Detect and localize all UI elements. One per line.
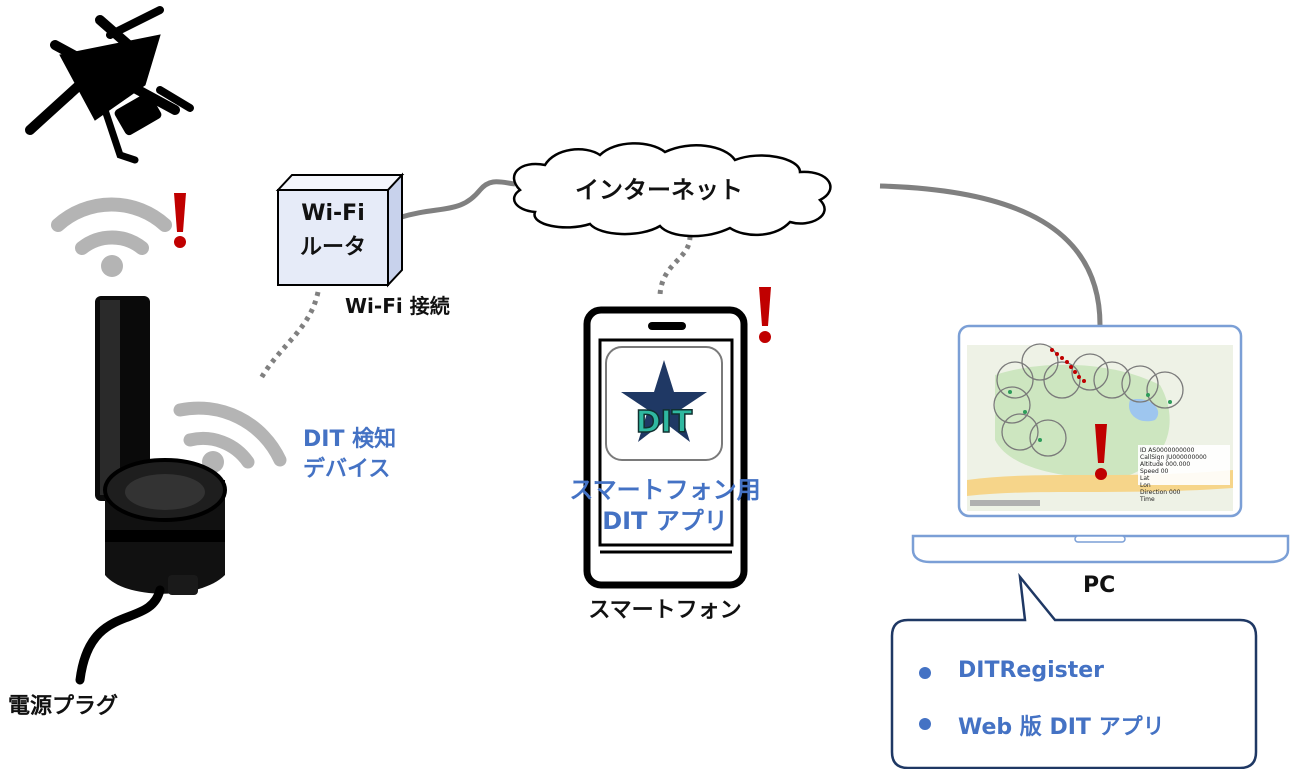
wifi-signal-icon: [51, 197, 172, 277]
bullet-icon: [919, 718, 931, 730]
cloud-icon: [512, 142, 832, 238]
smartphone-label: スマートフォン: [588, 598, 742, 623]
alert-icon: [759, 287, 771, 343]
map-info-line: ID AS0000000000: [1140, 447, 1195, 454]
map-info-line: Lon: [1140, 482, 1151, 489]
dit-detection-device: [95, 296, 227, 595]
map-info-line: CallSign JU000000000: [1140, 454, 1207, 461]
drone-icon: [25, 6, 194, 164]
wifi-signal-icon: [173, 401, 287, 473]
pc-apps-bubble: [890, 572, 1258, 769]
map-info-line: Speed 00: [1140, 468, 1169, 475]
dit-app-icon: DIT: [605, 346, 723, 461]
router-label-line1: Wi-Fi: [301, 201, 365, 226]
alert-icon: [174, 193, 186, 248]
map-info-line: Time: [1139, 496, 1155, 503]
power-cable-icon: [75, 585, 165, 685]
internet-pc-link: [879, 183, 1103, 326]
router-label: Wi-Fi ルータ: [280, 197, 386, 265]
app-icon-text: DIT: [636, 405, 693, 440]
smartphone-app-label-line2: DIT アプリ: [602, 507, 728, 535]
dit-device-label-line1: DIT 検知: [303, 427, 397, 452]
router-box-icon: [275, 172, 405, 288]
smartphone-app-label-line1: スマートフォン用: [569, 476, 761, 504]
smartphone-app-label: スマートフォン用 DIT アプリ: [520, 475, 810, 537]
power-plug-label: 電源プラグ: [8, 694, 119, 719]
router-label-line2: ルータ: [299, 235, 366, 260]
map-info-box: ID AS0000000000 CallSign JU000000000 Alt…: [1139, 447, 1207, 503]
map-info-line: Direction 000: [1140, 489, 1181, 496]
alert-icon: [1095, 424, 1107, 480]
map-info-line: Lat: [1140, 475, 1150, 482]
map-info-line: Altitude 000.000: [1140, 461, 1190, 468]
map-view: [967, 333, 1233, 506]
router-internet-link: [397, 179, 516, 221]
pc-app-item: DITRegister: [958, 658, 1104, 683]
pc-label: PC: [1083, 573, 1116, 598]
internet-label: インターネット: [575, 176, 743, 204]
bullet-icon: [919, 667, 931, 679]
dit-device-label: DIT 検知 デバイス: [303, 425, 396, 485]
dit-device-label-line2: デバイス: [303, 457, 391, 482]
router-device-wifi-link: [257, 291, 321, 382]
internet-phone-link: [657, 235, 693, 296]
wifi-connection-label: Wi-Fi 接続: [345, 294, 450, 318]
pc-app-item: Web 版 DIT アプリ: [958, 715, 1165, 740]
